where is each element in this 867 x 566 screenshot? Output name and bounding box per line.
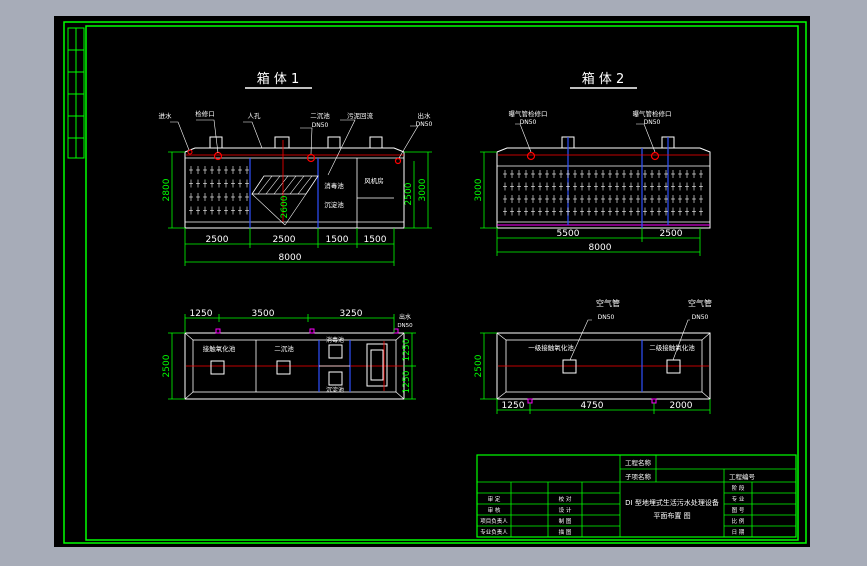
tb-drawing-title-2: 平面布置 图 — [653, 511, 690, 520]
b1-plan-dim-left: 2500 — [162, 354, 172, 377]
title-block-cell: 校 对 — [559, 495, 572, 503]
b1-dim-h-left: 2800 — [162, 178, 172, 201]
b1-dim-w2: 2500 — [273, 235, 296, 245]
b1-plan-secondary: 二沉池 — [274, 344, 294, 353]
b2-dim-h: 3000 — [474, 178, 484, 201]
tb-project-no: 工程编号 — [729, 472, 756, 481]
title-block-cell: 专业负责人 — [480, 528, 508, 536]
b2-label-check1: 曝气管检修口 — [509, 109, 548, 118]
title-block-cell: 比 例 — [732, 517, 745, 525]
b1-plan-settle: 沉淀池 — [326, 386, 344, 394]
b1-zone-blower: 风机房 — [364, 176, 384, 185]
title-block-cell: 项目负责人 — [480, 517, 508, 525]
b1-dim-w4: 1500 — [364, 235, 387, 245]
b2-label-check2: 曝气管检修口 — [633, 109, 672, 118]
b2-plan-air1: 空气管 — [596, 298, 620, 308]
b1-plan-disinfect: 消毒池 — [326, 336, 344, 344]
b1-label-dn2: DN50 — [416, 121, 433, 128]
b1-label-return: 污泥回流 — [347, 111, 374, 120]
title-block-cell: 阶 段 — [732, 484, 745, 492]
b2-plan-zone2: 二级接触氧化池 — [649, 343, 695, 352]
b2-plan-air1-dn: DN50 — [598, 314, 615, 321]
title-block-cell: 描 图 — [559, 528, 572, 536]
b1-plan-outlet: 出水 — [399, 313, 411, 321]
b1-label-inlet: 进水 — [159, 111, 173, 120]
b1-dim-w1: 2500 — [206, 235, 229, 245]
b1-plan-contact: 接触氧化池 — [203, 344, 236, 353]
title-block-cell: 日 期 — [732, 529, 745, 536]
b1-dim-total: 8000 — [279, 253, 302, 263]
drawing-canvas — [54, 16, 810, 547]
inner-frame — [85, 25, 799, 541]
title-block-cell: 审 核 — [488, 506, 501, 514]
b2-plan-dim-left: 2500 — [474, 354, 484, 377]
box2-title: 箱 体 2 — [582, 71, 625, 87]
b2-plan-dim-b2: 4750 — [581, 401, 604, 411]
title-block-cell: 图 号 — [732, 506, 745, 514]
b1-dim-h-right2: 3000 — [418, 178, 428, 201]
tb-sub-project: 子项名称 — [625, 472, 652, 481]
b1-label-manhole: 人孔 — [248, 112, 262, 120]
box2-plan: 空气管 DN50 空气管 DN50 一级接触氧化池 二级接触氧化池 2500 1… — [474, 298, 712, 414]
b2-plan-air2-dn: DN50 — [692, 314, 709, 321]
b1-label-check: 检修口 — [195, 109, 215, 118]
b2-label-dn1: DN50 — [520, 119, 537, 126]
b1-dim-h-right1: 2500 — [404, 182, 414, 205]
b2-dim-w1: 5500 — [557, 229, 580, 239]
box1-title: 箱 体 1 — [257, 71, 300, 87]
b1-zone-settle: 沉淀池 — [324, 200, 344, 209]
b1-plan-dim-r1: 1250 — [402, 338, 412, 361]
tb-project-name: 工程名称 — [625, 458, 652, 467]
b2-plan-air2: 空气管 — [688, 298, 712, 308]
b1-zone-disinfect: 消毒池 — [324, 181, 344, 190]
b1-plan-dim-t2: 3500 — [252, 309, 275, 319]
b2-plan-dim-b3: 2000 — [670, 401, 693, 411]
b1-dim-h-inner: 2600 — [280, 195, 290, 218]
outer-frame — [63, 21, 807, 544]
b1-plan-outlet-dn: DN50 — [397, 323, 413, 329]
b1-plan-dim-t3: 3250 — [340, 309, 363, 319]
b2-label-dn2: DN50 — [644, 119, 661, 126]
box1-elevation: 进水 检修口 人孔 二沉池 DN50 污泥回流 出水 DN50 消毒池 沉淀池 … — [159, 109, 433, 266]
title-block: 工程名称 子项名称 工程编号 DI 型地埋式生活污水处理设备 平面布置 图 审 … — [476, 454, 797, 538]
box2-elevation: 曝气管检修口 DN50 曝气管检修口 DN50 3000 5500 2500 8… — [474, 109, 711, 256]
title-block-cell: 制 图 — [559, 517, 572, 525]
tb-drawing-title-1: DI 型地埋式生活污水处理设备 — [625, 498, 719, 507]
title-block-cell: 审 定 — [488, 495, 501, 503]
b2-plan-dim-b1: 1250 — [502, 401, 525, 411]
binding-strip — [67, 27, 85, 159]
b2-plan-zone1: 一级接触氧化池 — [528, 343, 574, 352]
b1-label-secondary: 二沉池 — [310, 111, 330, 120]
box1-plan: 接触氧化池 二沉池 消毒池 沉淀池 出水 DN50 1250 3500 3250… — [162, 309, 416, 400]
title-block-cell: 专 业 — [732, 495, 745, 503]
b1-plan-dim-r2: 1250 — [402, 370, 412, 393]
b1-plan-dim-t1: 1250 — [190, 309, 213, 319]
title-block-cell: 设 计 — [559, 506, 572, 514]
b1-label-dn1: DN50 — [312, 122, 329, 129]
b2-dim-w2: 2500 — [660, 229, 683, 239]
b1-dim-w3: 1500 — [326, 235, 349, 245]
b1-label-outlet: 出水 — [418, 111, 432, 120]
b2-dim-total: 8000 — [589, 243, 612, 253]
